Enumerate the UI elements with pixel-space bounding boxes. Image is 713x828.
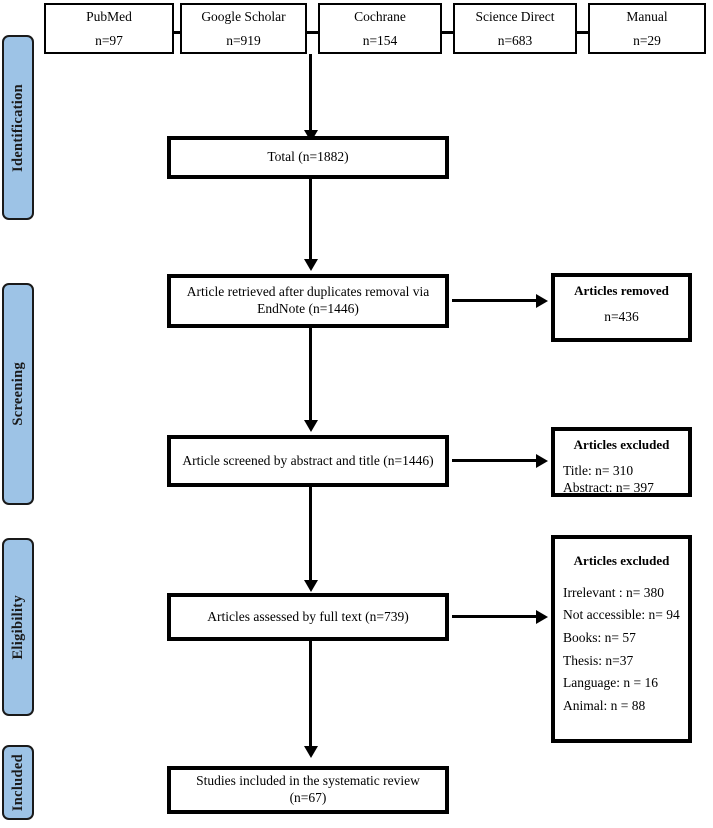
stage-pill-eligibility: Eligibility: [2, 538, 34, 716]
source-count-cochrane: n=154: [362, 33, 398, 48]
flow-box-duplicates-removed: Article retrieved after duplicates remov…: [167, 274, 449, 328]
arrow-screened-to-excluded-head: [536, 454, 548, 468]
source-box-google-scholar: Google Scholar n=919: [180, 3, 307, 54]
arrow-fulltext-to-excluded-head: [536, 610, 548, 624]
source-name-pubmed: PubMed: [86, 8, 132, 24]
flow-box-included-label: Studies included in the systematic revie…: [196, 773, 420, 805]
side-box-excluded-eligibility-line-0: Irrelevant : n= 380: [563, 584, 664, 600]
source-box-science-direct: Science Direct n=683: [453, 3, 577, 54]
source-link-1: [174, 31, 181, 34]
arrow-dedup-to-screened-head: [304, 420, 318, 432]
arrow-dedup-to-removed-head: [536, 294, 548, 308]
stage-label-included: Included: [9, 753, 26, 812]
arrow-sources-to-total-line: [309, 54, 312, 136]
side-box-excluded-eligibility-line-2: Books: n= 57: [563, 629, 636, 645]
source-name-cochrane: Cochrane: [354, 8, 406, 24]
flow-box-fulltext-label: Articles assessed by full text (n=739): [207, 608, 409, 624]
flow-box-included: Studies included in the systematic revie…: [167, 766, 449, 814]
stage-pill-included: Included: [2, 745, 34, 820]
side-box-articles-removed-title: Articles removed: [574, 283, 669, 298]
side-box-excluded-eligibility: Articles excluded Irrelevant : n= 380 No…: [551, 535, 692, 743]
source-count-manual: n=29: [633, 33, 661, 48]
stage-label-eligibility: Eligibility: [9, 594, 26, 660]
source-box-pubmed: PubMed n=97: [44, 3, 174, 54]
arrow-fulltext-to-included-line: [309, 641, 312, 750]
source-box-manual: Manual n=29: [588, 3, 706, 54]
side-box-excluded-screening-title: Articles excluded: [573, 437, 670, 452]
source-name-manual: Manual: [626, 8, 668, 24]
flow-box-screened-label: Article screened by abstract and title (…: [182, 452, 434, 468]
arrow-fulltext-to-included-head: [304, 746, 318, 758]
side-box-excluded-screening-line-0: Title: n= 310: [563, 462, 634, 478]
flow-box-total: Total (n=1882): [167, 136, 449, 179]
stage-pill-identification: Identification: [2, 35, 34, 220]
side-box-excluded-screening: Articles excluded Title: n= 310 Abstract…: [551, 427, 692, 497]
flow-box-total-label: Total (n=1882): [267, 149, 349, 165]
stage-pill-screening: Screening: [2, 283, 34, 505]
source-link-4: [577, 31, 589, 34]
side-box-articles-removed-value: n=436: [604, 308, 639, 324]
arrow-screened-to-fulltext-line: [309, 487, 312, 584]
flow-box-screened: Article screened by abstract and title (…: [167, 435, 449, 487]
side-box-excluded-eligibility-line-1: Not accessible: n= 94: [563, 607, 680, 623]
side-box-excluded-eligibility-line-3: Thesis: n=37: [563, 652, 634, 668]
side-box-excluded-eligibility-title: Articles excluded: [573, 553, 670, 568]
side-box-articles-removed: Articles removed n=436: [551, 273, 692, 342]
arrow-dedup-to-removed-line: [452, 299, 538, 302]
flow-box-duplicates-removed-label: Article retrieved after duplicates remov…: [186, 284, 430, 316]
side-box-excluded-eligibility-line-5: Animal: n = 88: [563, 697, 646, 713]
source-name-science-direct: Science Direct: [475, 8, 555, 24]
arrow-screened-to-fulltext-head: [304, 580, 318, 592]
arrow-total-to-dedup-line: [309, 179, 312, 263]
source-link-3: [442, 31, 454, 34]
source-count-science-direct: n=683: [497, 33, 533, 48]
flow-box-fulltext: Articles assessed by full text (n=739): [167, 593, 449, 641]
arrow-fulltext-to-excluded-line: [452, 615, 538, 618]
arrow-screened-to-excluded-line: [452, 459, 538, 462]
stage-label-screening: Screening: [9, 362, 26, 426]
side-box-excluded-eligibility-line-4: Language: n = 16: [563, 675, 658, 691]
source-name-google-scholar: Google Scholar: [201, 8, 286, 24]
source-link-2: [307, 31, 319, 34]
arrow-dedup-to-screened-line: [309, 328, 312, 424]
side-box-excluded-screening-line-1: Abstract: n= 397: [563, 480, 654, 496]
source-box-cochrane: Cochrane n=154: [318, 3, 442, 54]
arrow-total-to-dedup-head: [304, 259, 318, 271]
source-count-pubmed: n=97: [95, 33, 123, 48]
source-count-google-scholar: n=919: [226, 33, 261, 48]
stage-label-identification: Identification: [9, 83, 26, 172]
